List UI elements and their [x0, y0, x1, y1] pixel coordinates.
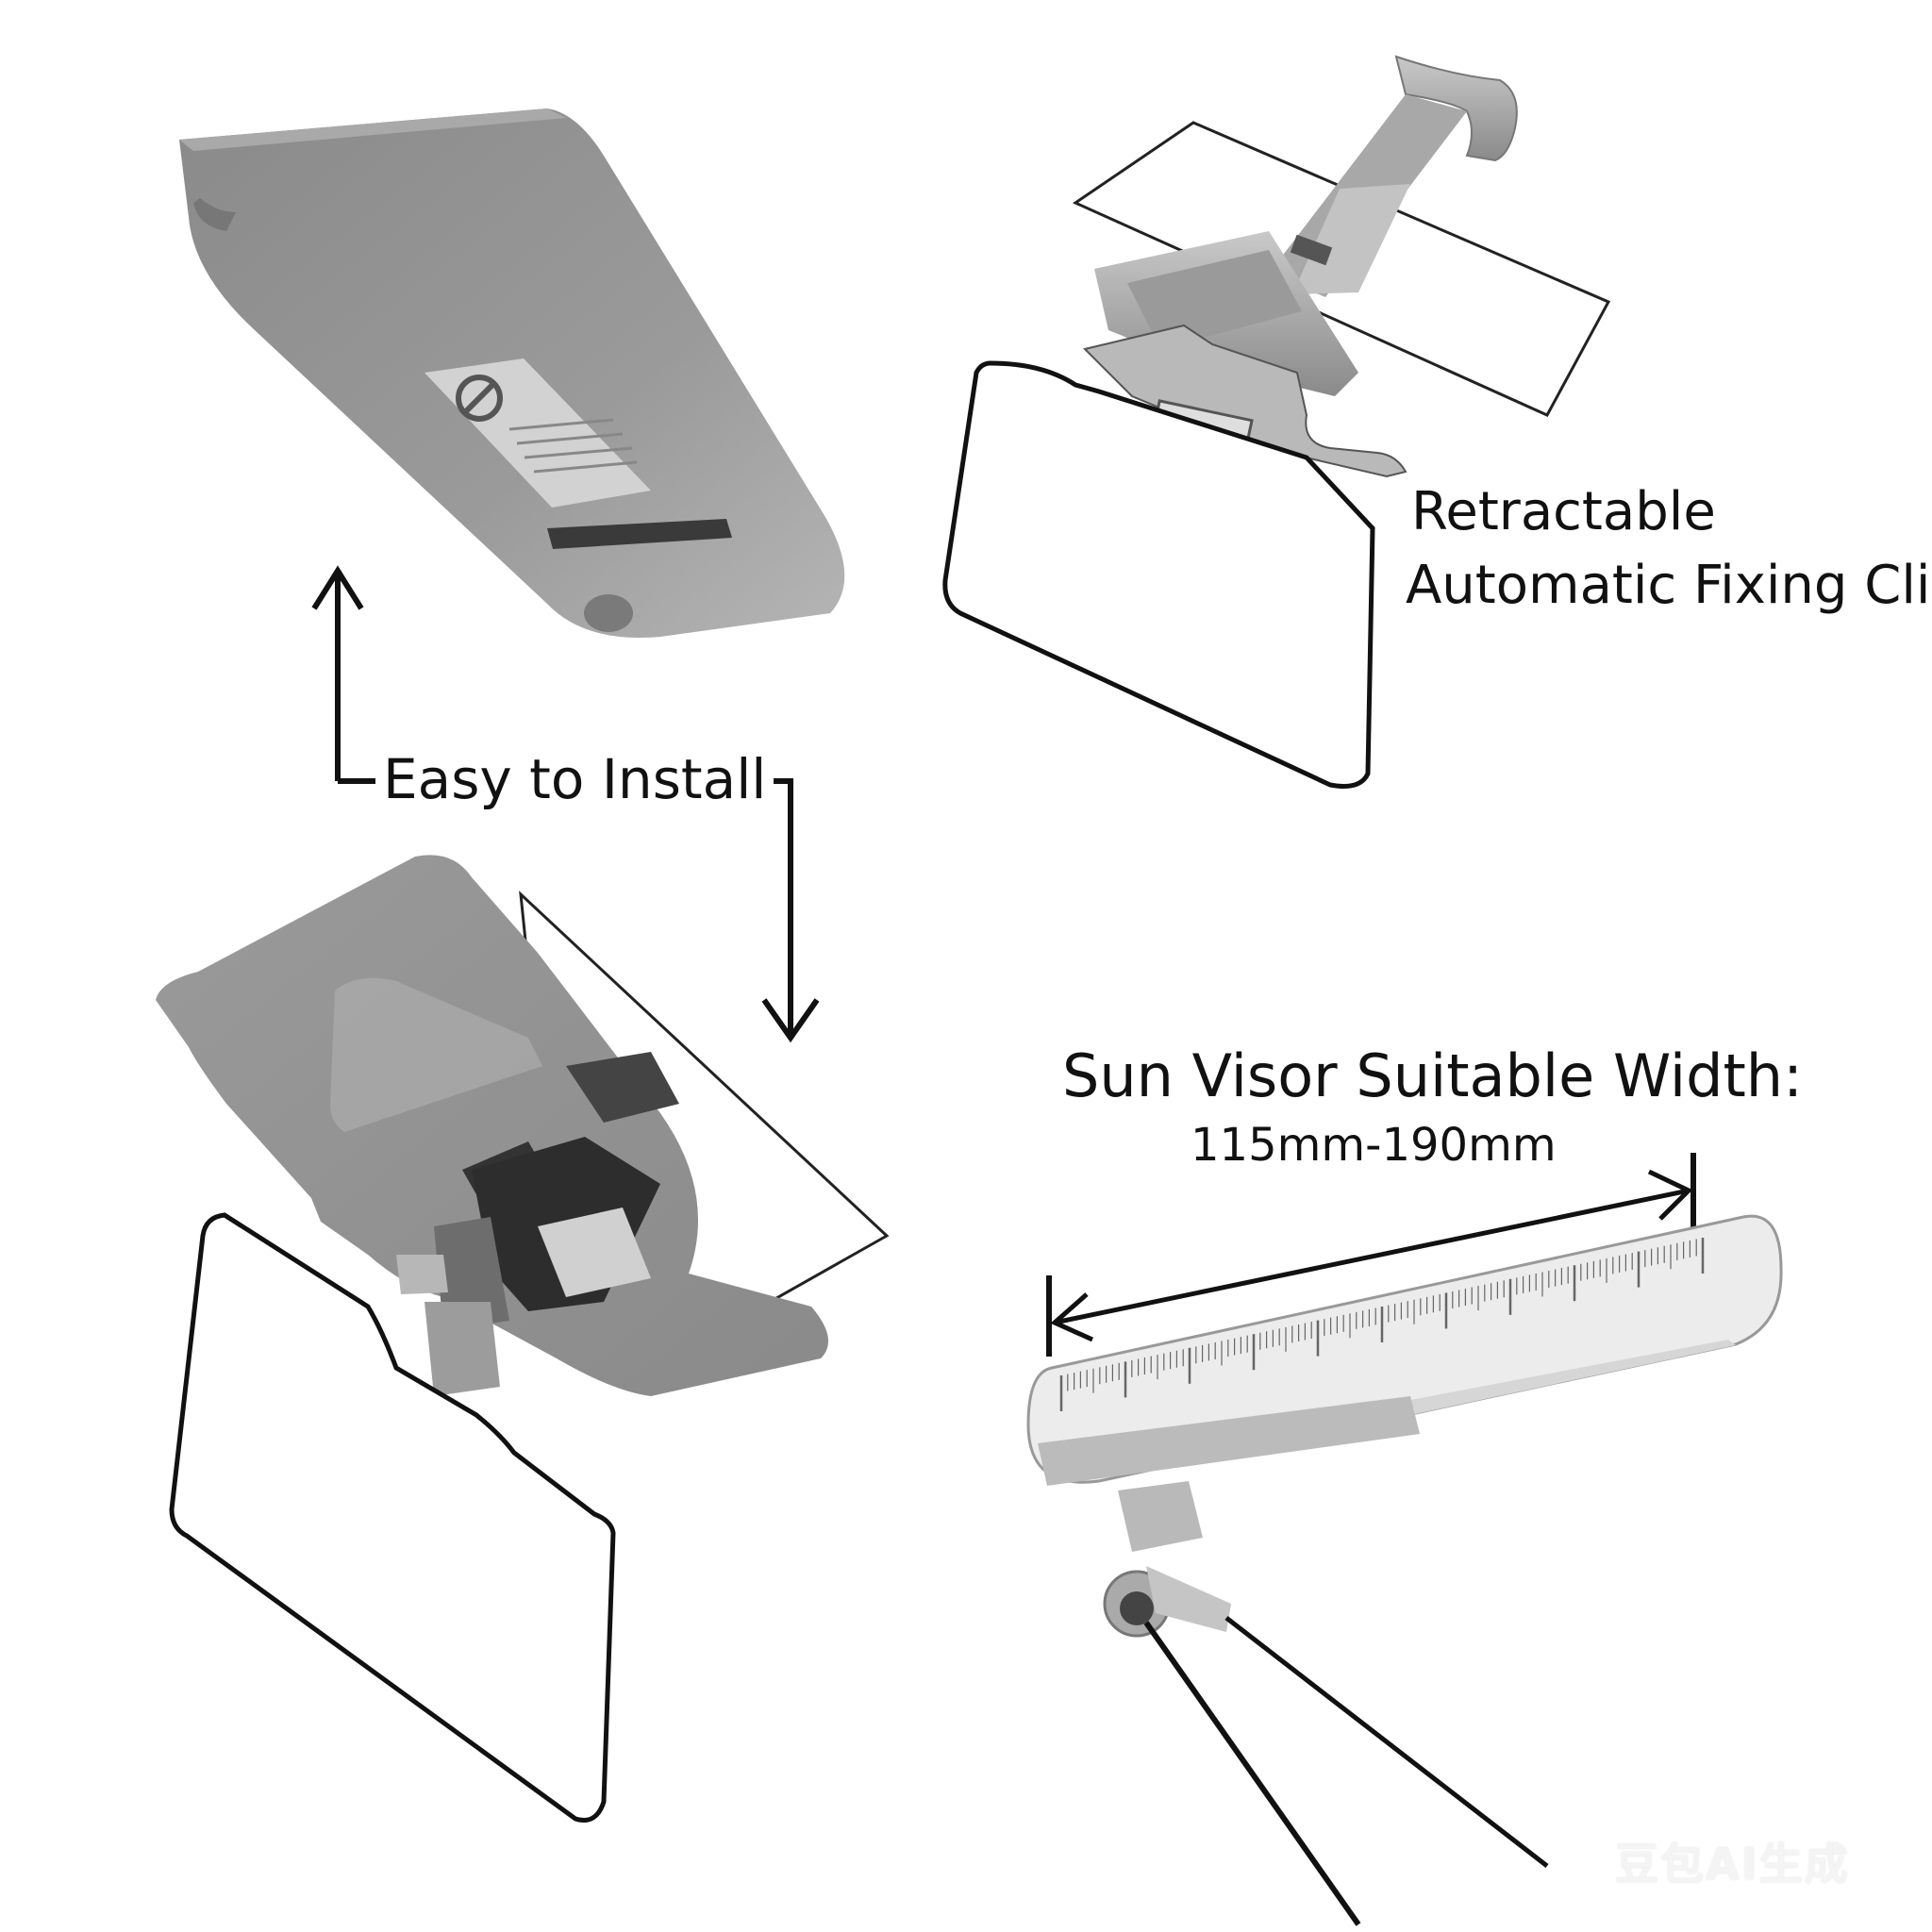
mount-arm — [1103, 1481, 1549, 1926]
installed-visor-illustration — [156, 855, 890, 1823]
installed-visor-panel — [169, 1212, 616, 1823]
easy-to-install-label: Easy to Install — [375, 747, 774, 811]
sun-visor-width-title: Sun Visor Suitable Width: — [1062, 1041, 1803, 1110]
visor-slot — [547, 519, 732, 549]
clip-hook — [1394, 55, 1518, 162]
installed-clip — [396, 1052, 679, 1396]
automatic-fixing-clip-label: Automatic Fixing Clip — [1406, 555, 1932, 616]
sun-visor-illustration — [179, 108, 845, 638]
visor-warning-sticker — [425, 358, 651, 508]
ruler-body — [1026, 1214, 1783, 1484]
retractable-label: Retractable — [1411, 481, 1716, 542]
width-measurement-illustration — [1026, 1153, 1783, 1926]
sun-visor-width-range: 115mm-190mm — [1191, 1119, 1557, 1172]
visor-hinge — [584, 594, 633, 632]
retractable-visor-panel — [942, 360, 1375, 789]
ai-generated-watermark: 豆包AI生成 — [1615, 1839, 1850, 1890]
fixing-clip-illustration — [942, 55, 1611, 789]
easy-install-arrows — [311, 565, 820, 1043]
ruler-ticks — [1059, 1238, 1705, 1411]
